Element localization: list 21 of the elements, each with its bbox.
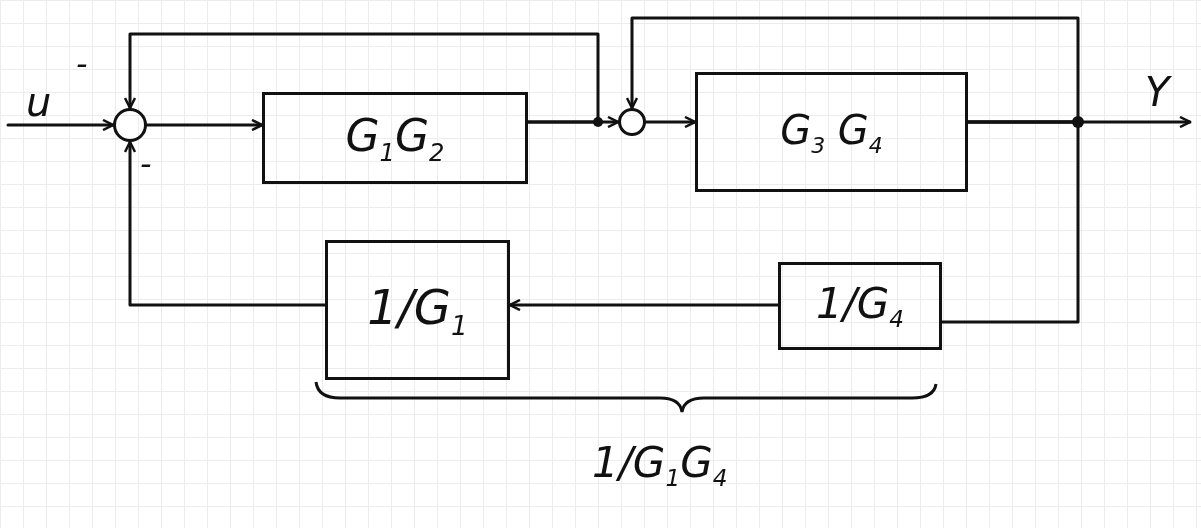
block-label: G$_{3}$ G$_{4}$ <box>780 106 883 158</box>
signal-label: u <box>26 82 52 122</box>
block-label: G$_{1}$G$_{2}$ <box>345 109 445 167</box>
brace-label: 1/G$_{1}$G$_{4}$ <box>592 442 728 491</box>
sign-label: - <box>76 48 88 80</box>
sign-label: - <box>140 148 152 180</box>
block-label: 1/G$_{1}$ <box>367 279 468 341</box>
arrow <box>644 115 697 129</box>
signal-label: Y <box>1145 72 1170 112</box>
summing-junction <box>618 108 646 136</box>
transfer-block <box>778 262 942 350</box>
summing-junction <box>113 108 147 142</box>
arrow <box>123 140 327 307</box>
block-label: 1/G$_{4}$ <box>815 279 905 333</box>
transfer-block <box>325 240 510 380</box>
arrow <box>508 298 780 312</box>
transfer-block <box>262 92 528 184</box>
transfer-block <box>695 72 968 192</box>
arrow <box>6 118 115 132</box>
arrow <box>123 32 600 124</box>
arrow <box>145 118 264 132</box>
